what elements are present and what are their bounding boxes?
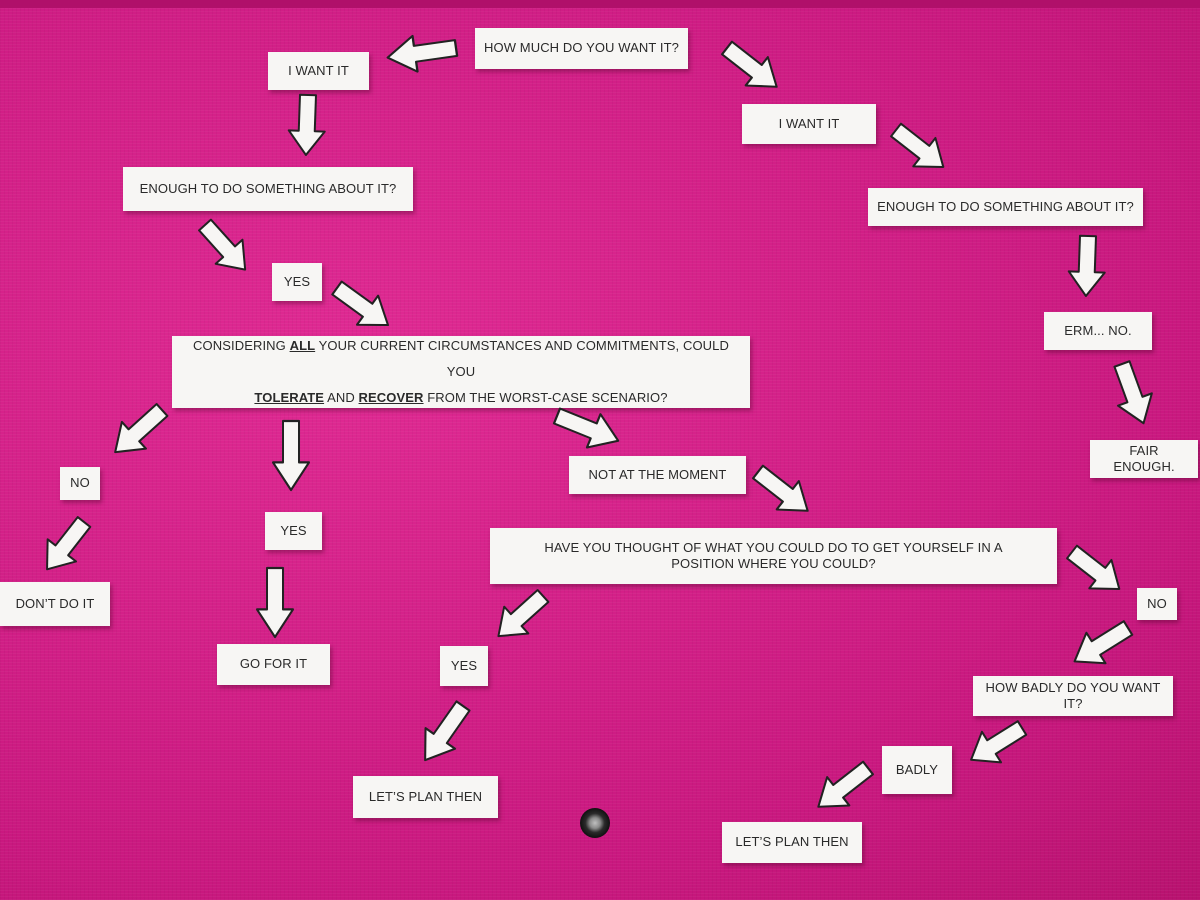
node-no-left: NO — [60, 467, 100, 500]
node-lets-plan-left: LET’S PLAN THEN — [353, 776, 498, 818]
node-go-for-it: GO FOR IT — [217, 644, 330, 685]
node-how-badly: HOW BADLY DO YOU WANT IT? — [973, 676, 1173, 716]
node-badly: BADLY — [882, 746, 952, 794]
arrow-to-badly — [960, 711, 1033, 777]
node-yes-top: YES — [272, 263, 322, 301]
arrow-to-yes-top — [190, 211, 260, 283]
arrow-to-considering — [325, 272, 400, 341]
node-not-at-moment: NOT AT THE MOMENT — [569, 456, 746, 494]
considering-emphasis-all: ALL — [289, 338, 316, 353]
arrow-to-no-right — [1059, 536, 1132, 605]
considering-line-1: CONSIDERING ALL YOUR CURRENT CIRCUMSTANC… — [180, 333, 742, 385]
arrow-to-enough-right — [883, 114, 956, 183]
arrow-to-want-right — [714, 32, 789, 103]
arrow-to-fair-enough — [1104, 356, 1162, 431]
node-have-you-thought: HAVE YOU THOUGHT OF WHAT YOU COULD DO TO… — [490, 528, 1057, 584]
arrow-to-go-for-it — [255, 566, 295, 639]
arrow-to-have-you-thought — [745, 456, 820, 527]
arrow-to-enough-left — [286, 93, 327, 157]
node-i-want-it-right: I WANT IT — [742, 104, 876, 144]
arrow-to-lets-plan-left — [409, 694, 479, 772]
node-erm-no: ERM... NO. — [1044, 312, 1152, 350]
considering-text-3: FROM THE WORST-CASE SCENARIO? — [423, 390, 668, 405]
node-fair-enough: FAIR ENOUGH. — [1090, 440, 1198, 478]
node-how-much: HOW MUCH DO YOU WANT IT? — [475, 28, 688, 69]
node-yes-mid: YES — [265, 512, 322, 550]
arrow-to-yes-mid — [271, 419, 311, 492]
considering-line-2: TOLERATE AND RECOVER FROM THE WORST-CASE… — [254, 385, 667, 411]
arrow-to-dont-do-it — [31, 509, 100, 582]
board-top-edge — [0, 0, 1200, 8]
considering-text-and: AND — [324, 390, 359, 405]
node-enough-left: ENOUGH TO DO SOMETHING ABOUT IT? — [123, 167, 413, 211]
considering-emphasis-tolerate: TOLERATE — [254, 390, 325, 405]
node-lets-plan-right: LET’S PLAN THEN — [722, 822, 862, 863]
arrow-to-yes-bottom — [485, 581, 557, 651]
node-yes-bottom: YES — [440, 646, 488, 686]
node-considering: CONSIDERING ALL YOUR CURRENT CIRCUMSTANC… — [172, 336, 750, 408]
node-i-want-it-left: I WANT IT — [268, 52, 369, 90]
considering-text-1: CONSIDERING — [193, 338, 290, 353]
arrow-to-lets-plan-right — [806, 752, 881, 823]
arrow-to-no-left — [102, 395, 176, 467]
node-enough-right: ENOUGH TO DO SOMETHING ABOUT IT? — [868, 188, 1143, 226]
considering-text-2: YOUR CURRENT CIRCUMSTANCES AND COMMITMEN… — [315, 338, 729, 379]
board-hole — [580, 808, 610, 838]
node-no-right: NO — [1137, 588, 1177, 620]
node-dont-do-it: DON’T DO IT — [0, 582, 110, 626]
arrow-to-erm-no — [1066, 234, 1107, 298]
arrow-to-how-badly — [1063, 611, 1139, 678]
arrow-to-want-left — [384, 29, 460, 77]
considering-emphasis-recover: RECOVER — [358, 390, 424, 405]
arrow-to-not-at-moment — [549, 398, 627, 459]
